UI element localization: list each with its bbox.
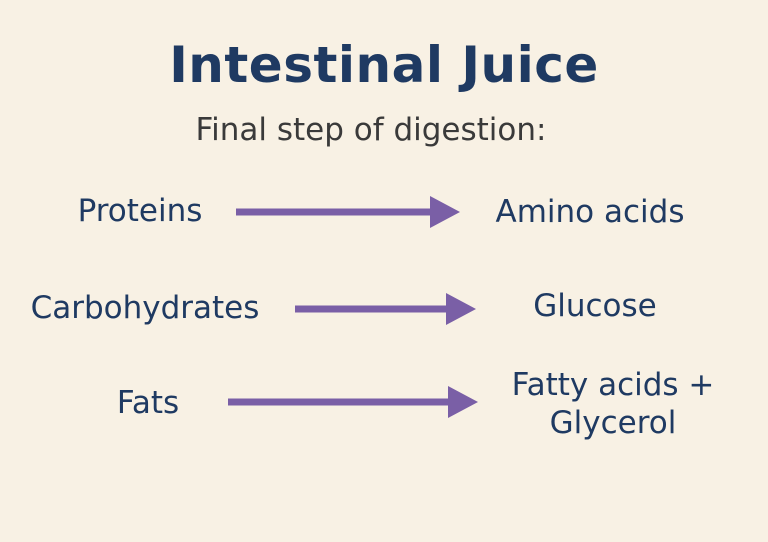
diagram-title: Intestinal Juice (169, 36, 599, 94)
product-amino-acids: Amino acids (495, 194, 685, 230)
substrate-carbohydrates: Carbohydrates (30, 290, 260, 326)
arrow-head (448, 386, 478, 418)
diagram-subtitle: Final step of digestion: (195, 112, 547, 148)
substrate-fats: Fats (116, 385, 180, 421)
product-line-glycerol: Glycerol (549, 405, 677, 441)
product-line-fatty-acids: Fatty acids + (511, 367, 715, 403)
substrate-proteins: Proteins (77, 193, 203, 229)
arrow-carbohydrates-to-glucose (295, 293, 476, 325)
product-glucose: Glucose (533, 288, 657, 324)
arrow-head (430, 196, 460, 228)
arrow-proteins-to-amino-acids (236, 196, 460, 228)
product-fatty-acids-glycerol: Fatty acids + Glycerol (485, 366, 741, 442)
arrow-head (446, 293, 476, 325)
arrow-fats-to-fatty-acids-glycerol (228, 386, 478, 418)
